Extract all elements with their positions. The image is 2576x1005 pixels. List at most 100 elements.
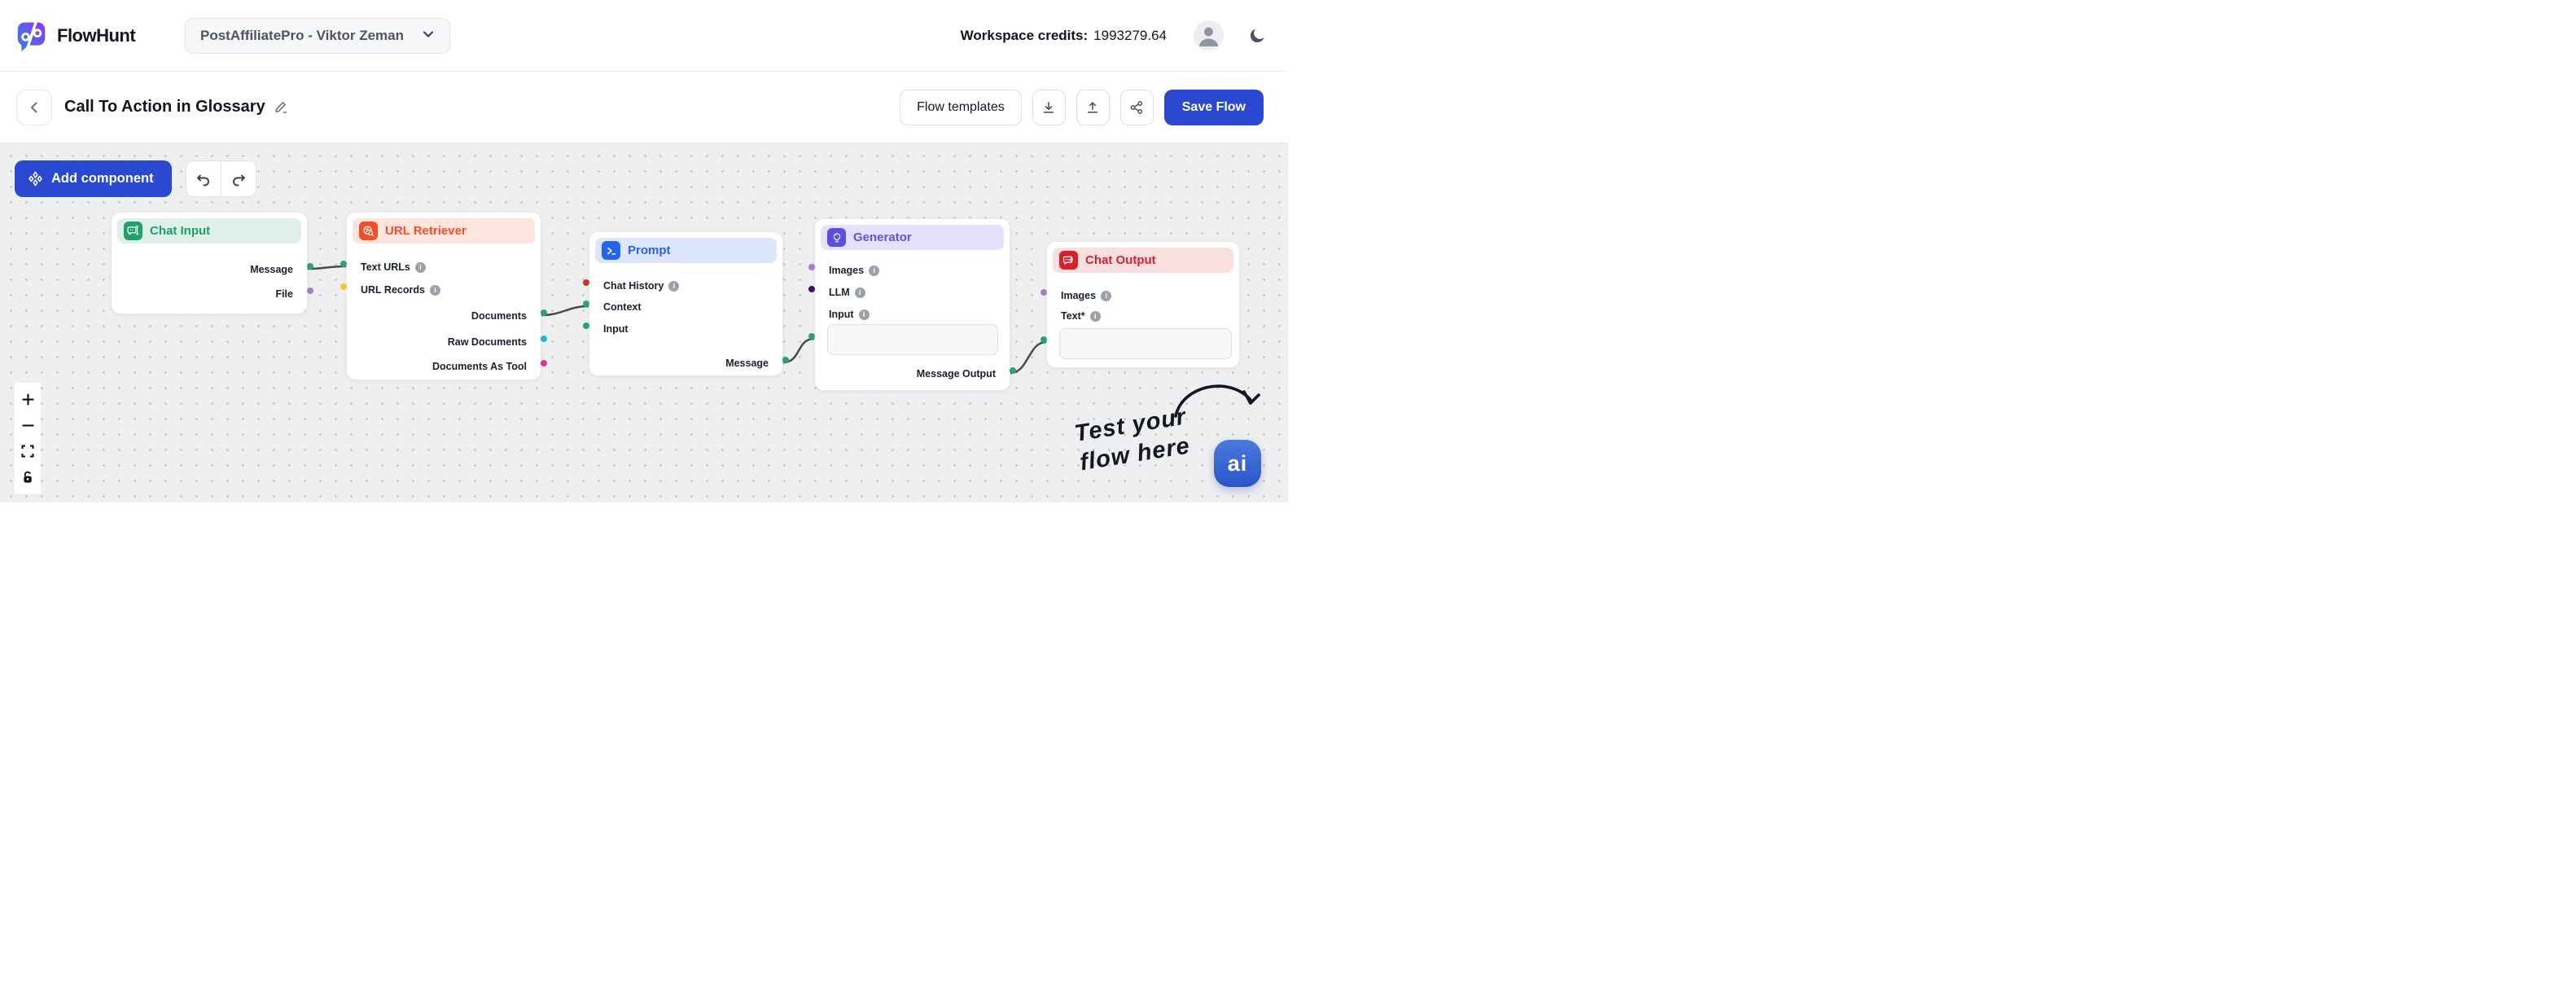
node-chat-output[interactable]: Chat Output Images Text* [1040, 241, 1240, 368]
edge-documents-context [540, 305, 590, 317]
zoom-in-button[interactable] [15, 386, 41, 412]
share-flow-button[interactable] [1119, 89, 1154, 125]
credits-label: Workspace credits: [960, 27, 1089, 43]
node-title: Chat Output [1085, 253, 1156, 267]
flow-templates-button[interactable]: Flow templates [900, 89, 1022, 125]
port-row: Text* [1047, 308, 1239, 324]
ai-chat-launcher-button[interactable]: ai [1214, 440, 1261, 487]
port-handle-chat-history[interactable] [583, 279, 589, 286]
share-icon [1130, 100, 1143, 114]
chat-input-icon [124, 222, 142, 240]
node-chat-output-header: Chat Output [1053, 248, 1233, 273]
save-flow-button[interactable]: Save Flow [1163, 89, 1264, 125]
port-handle-message[interactable] [782, 357, 789, 363]
port-handle-documents-as-tool[interactable] [541, 360, 547, 366]
node-url-retriever[interactable]: URL Retriever Text URLs URL Records Docu… [340, 212, 547, 380]
port-handle-url-records[interactable] [340, 283, 347, 290]
port-row: Input [583, 321, 782, 337]
port-row: Text URLs [340, 259, 541, 275]
node-title: Chat Input [150, 224, 211, 238]
fit-view-button[interactable] [15, 438, 41, 464]
port-row: URL Records [340, 282, 541, 298]
node-url-retriever-header: URL Retriever [353, 218, 535, 244]
ai-logo: ai [1227, 450, 1248, 476]
chat-output-text-textarea[interactable] [1059, 328, 1232, 359]
add-component-label: Add component [51, 171, 154, 186]
chevron-down-icon [422, 28, 435, 45]
port-handle-input[interactable] [583, 323, 589, 329]
port-handle-input-field[interactable] [808, 333, 815, 340]
add-component-button[interactable]: Add component [15, 160, 172, 197]
port-handle-llm[interactable] [808, 286, 815, 292]
edit-title-pencil-icon[interactable] [274, 100, 288, 115]
info-icon[interactable] [1089, 311, 1101, 322]
flow-title: Call To Action in Glossary [64, 98, 265, 116]
port-row: Context [583, 299, 782, 315]
port-handle-message-output[interactable] [1010, 367, 1016, 374]
info-icon[interactable] [858, 309, 870, 320]
port-label: File [275, 288, 293, 300]
node-chat-input[interactable]: Chat Input Message File [111, 212, 313, 314]
node-title: Generator [853, 230, 912, 244]
upload-flow-button[interactable] [1076, 89, 1110, 125]
chat-output-icon [1059, 251, 1078, 270]
back-button[interactable] [16, 89, 52, 125]
port-handle-images[interactable] [1040, 289, 1047, 296]
fit-view-icon [21, 445, 34, 458]
node-generator[interactable]: Generator Images LLM Input Message Outpu… [808, 218, 1016, 391]
lock-open-icon [23, 471, 32, 483]
plus-icon [22, 393, 33, 405]
port-label: Images [1061, 290, 1097, 301]
port-label: Raw Documents [447, 336, 527, 348]
node-prompt[interactable]: Prompt Chat History Context Input Messag… [583, 231, 789, 376]
port-row: Images [808, 262, 1010, 279]
port-row: Message [589, 355, 789, 371]
zoom-out-button[interactable] [15, 412, 41, 438]
node-title: URL Retriever [385, 224, 467, 238]
port-label: Context [603, 301, 642, 313]
workspace-credits: Workspace credits: 1993279.64 [961, 28, 1167, 44]
port-label: LLM [829, 287, 850, 298]
brand-name: FlowHunt [57, 24, 136, 46]
port-row: Input [815, 306, 1010, 323]
undo-button[interactable] [186, 161, 221, 196]
info-icon[interactable] [414, 262, 426, 273]
flow-canvas[interactable]: Add component Chat Input Message [0, 143, 1288, 502]
redo-button[interactable] [221, 161, 256, 196]
port-row: Documents As Tool [347, 358, 547, 375]
info-icon[interactable] [1101, 291, 1112, 301]
port-label: Message [250, 264, 293, 275]
port-row: Chat History [583, 278, 782, 294]
port-handle-message[interactable] [307, 263, 313, 270]
flowhunt-logo-icon[interactable] [15, 19, 48, 52]
info-icon[interactable] [429, 285, 440, 296]
lock-button[interactable] [15, 464, 41, 490]
info-icon[interactable] [869, 266, 880, 276]
test-flow-hint: Test your flow here [1072, 402, 1193, 478]
port-handle-images[interactable] [808, 264, 815, 270]
generator-icon [827, 228, 846, 247]
port-handle-text-urls[interactable] [340, 261, 347, 267]
port-handle-context[interactable] [583, 301, 589, 307]
port-handle-raw-documents[interactable] [541, 336, 547, 342]
workspace-selector-label: PostAffiliatePro - Viktor Zeman [200, 28, 405, 43]
port-label: Images [829, 265, 865, 276]
port-handle-documents[interactable] [541, 309, 547, 316]
user-avatar[interactable] [1194, 20, 1224, 50]
hint-arrow-icon [1174, 384, 1260, 418]
port-handle-file[interactable] [307, 287, 313, 294]
dark-mode-toggle-moon-icon[interactable] [1248, 26, 1267, 45]
port-label: Input [829, 309, 854, 320]
info-icon[interactable] [854, 287, 865, 298]
url-retriever-icon [359, 222, 378, 240]
node-generator-header: Generator [821, 225, 1004, 250]
port-handle-text-field[interactable] [1040, 336, 1047, 343]
generator-input-textarea[interactable] [827, 324, 998, 355]
workspace-selector[interactable]: PostAffiliatePro - Viktor Zeman [185, 18, 450, 54]
node-title: Prompt [628, 244, 671, 257]
info-icon[interactable] [668, 281, 680, 292]
port-label: Documents As Tool [432, 361, 527, 372]
flow-toolbar: Call To Action in Glossary Flow template… [0, 72, 1288, 143]
download-flow-button[interactable] [1032, 89, 1066, 125]
prompt-icon [602, 241, 620, 260]
